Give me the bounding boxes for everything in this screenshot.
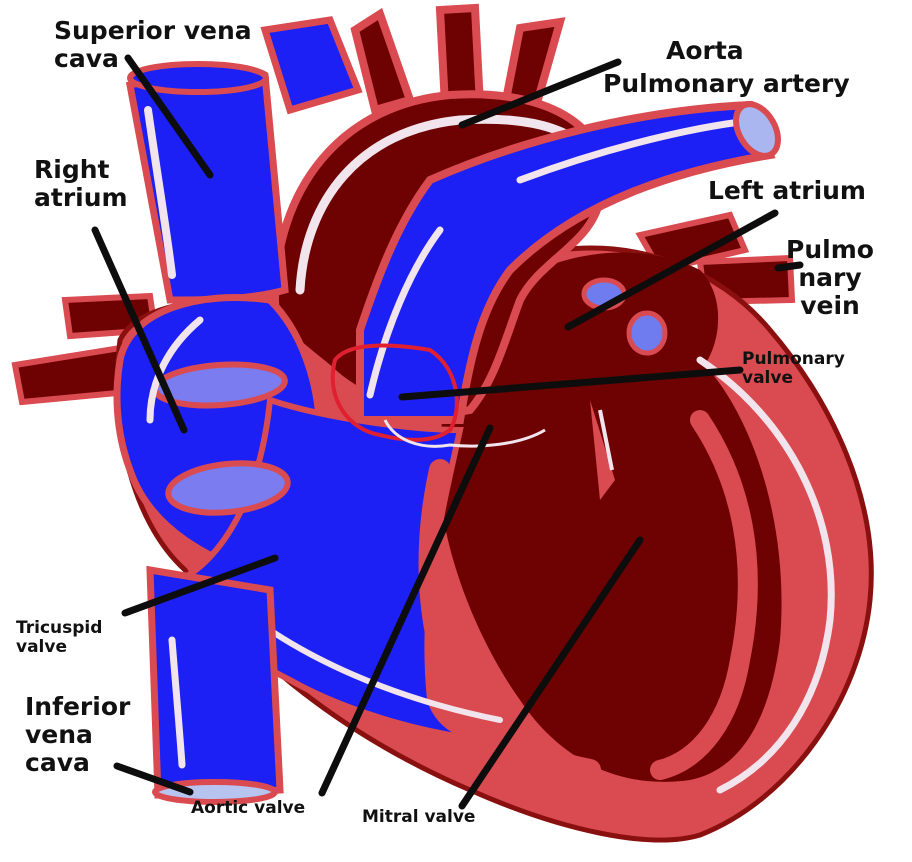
pulmonary-trunk-highlight [366, 226, 444, 399]
leader-aortic-valve [318, 424, 494, 797]
septum [418, 459, 601, 781]
leader-tricuspid-valve [121, 554, 279, 617]
svc-highlight [144, 106, 176, 279]
label-left-atrium: Left atrium [708, 176, 866, 205]
leader-pulmonary-vein [774, 261, 804, 272]
label-pulmonary-artery: Pulmonary artery [603, 69, 850, 98]
leader-superior-vena-cava [124, 54, 214, 179]
leader-aorta [458, 58, 622, 129]
label-pulmonary-vein: Pulmo nary vein [786, 235, 874, 320]
inferior-vena-cava [146, 565, 284, 799]
label-pulmonary-valve: Pulmonary valve [742, 349, 845, 389]
pulmonary-valve-outline [330, 343, 459, 442]
label-aortic-valve: Aortic valve [191, 798, 306, 818]
label-inferior-vena-cava: Inferior vena cava [25, 692, 131, 777]
right-atrium-highlight [146, 316, 204, 424]
label-mitral-valve: Mitral valve [362, 807, 476, 827]
left-ventricle-inner-wall [650, 410, 758, 780]
label-superior-vena-cava: Superior vena cava [54, 16, 252, 73]
papillary-highlight [598, 409, 614, 471]
pulmonary-vein-opening-2 [626, 310, 668, 356]
aortic-branches [350, 3, 566, 115]
pulmonary-artery-highlight [516, 118, 744, 184]
leader-lines [91, 54, 804, 810]
leader-right-atrium [91, 226, 188, 434]
svc-rear [260, 16, 363, 115]
label-right-atrium: Right atrium [34, 155, 128, 212]
label-aorta: Aorta [666, 36, 744, 65]
left-atrium [491, 252, 719, 393]
ivc-highlight [168, 636, 186, 769]
aortic-valve-cusps [383, 419, 546, 448]
label-tricuspid-valve: Tricuspid valve [16, 618, 103, 658]
papillary-muscle [590, 400, 615, 500]
svc-opening [127, 61, 269, 95]
pulmonary-artery-opening [733, 101, 781, 159]
leader-left-atrium [564, 209, 779, 331]
valve-ellipse-lower [165, 460, 291, 516]
leader-mitral-valve [458, 536, 644, 810]
superior-vena-cava [125, 66, 289, 304]
leader-pulmonary-valve [398, 366, 744, 401]
outer-wall-highlight [696, 356, 835, 794]
leader-inferior-vena-cava [113, 762, 194, 796]
